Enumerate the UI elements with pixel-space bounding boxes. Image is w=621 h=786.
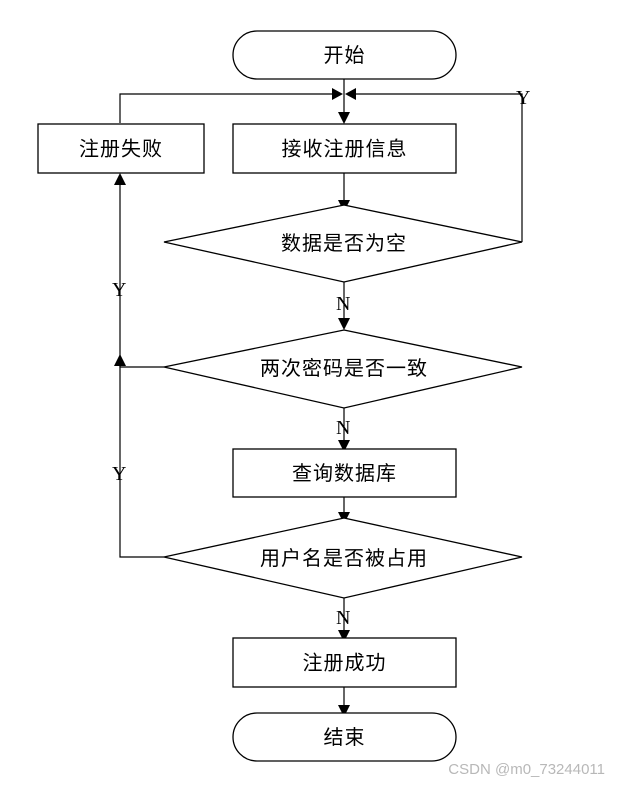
arrowhead-up-password-branch	[114, 354, 126, 366]
edge-empty-yes-loop	[356, 93, 523, 242]
label-password-yes: Y	[112, 279, 126, 301]
node-register-success: 注册成功	[232, 637, 457, 688]
label-taken-no: N	[336, 607, 350, 629]
arrowheads	[114, 88, 356, 717]
edge-password-yes	[119, 185, 164, 368]
node-start: 开始	[232, 30, 457, 80]
arrowhead-down-password-check	[338, 318, 350, 330]
arrowhead-left-merge	[345, 88, 356, 100]
arrowhead-down-success	[338, 630, 350, 642]
node-end: 结束	[232, 712, 457, 762]
watermark: CSDN @m0_73244011	[448, 761, 605, 778]
connectors	[119, 79, 523, 705]
edge-fail-loop	[119, 93, 332, 123]
node-start-label: 开始	[324, 43, 366, 67]
arrowhead-right-merge	[332, 88, 343, 100]
node-receive-info: 接收注册信息	[232, 123, 457, 174]
label-empty-no: N	[336, 293, 350, 315]
node-receive-info-label: 接收注册信息	[282, 137, 408, 161]
label-taken-yes: Y	[112, 463, 126, 485]
label-password-no: N	[336, 417, 350, 439]
label-empty-yes: Y	[516, 87, 530, 109]
node-query-db: 查询数据库	[232, 448, 457, 498]
node-query-db-label: 查询数据库	[292, 461, 397, 485]
arrowhead-down-merge	[338, 112, 350, 124]
node-data-empty-check: 数据是否为空	[163, 204, 523, 283]
arrowhead-up-fail	[114, 173, 126, 185]
node-end-label: 结束	[324, 725, 366, 749]
node-username-taken-check: 用户名是否被占用	[163, 517, 523, 599]
node-register-success-label: 注册成功	[303, 651, 387, 675]
arrowhead-down-query	[338, 440, 350, 452]
arrowhead-down-end	[338, 705, 350, 717]
node-password-match-label: 两次密码是否一致	[260, 356, 428, 380]
node-username-taken-label: 用户名是否被占用	[260, 546, 428, 570]
node-password-match-check: 两次密码是否一致	[163, 329, 523, 409]
node-data-empty-label: 数据是否为空	[281, 231, 407, 255]
node-register-fail: 注册失败	[37, 123, 205, 174]
edge-taken-yes	[119, 366, 164, 558]
node-register-fail-label: 注册失败	[79, 137, 163, 161]
